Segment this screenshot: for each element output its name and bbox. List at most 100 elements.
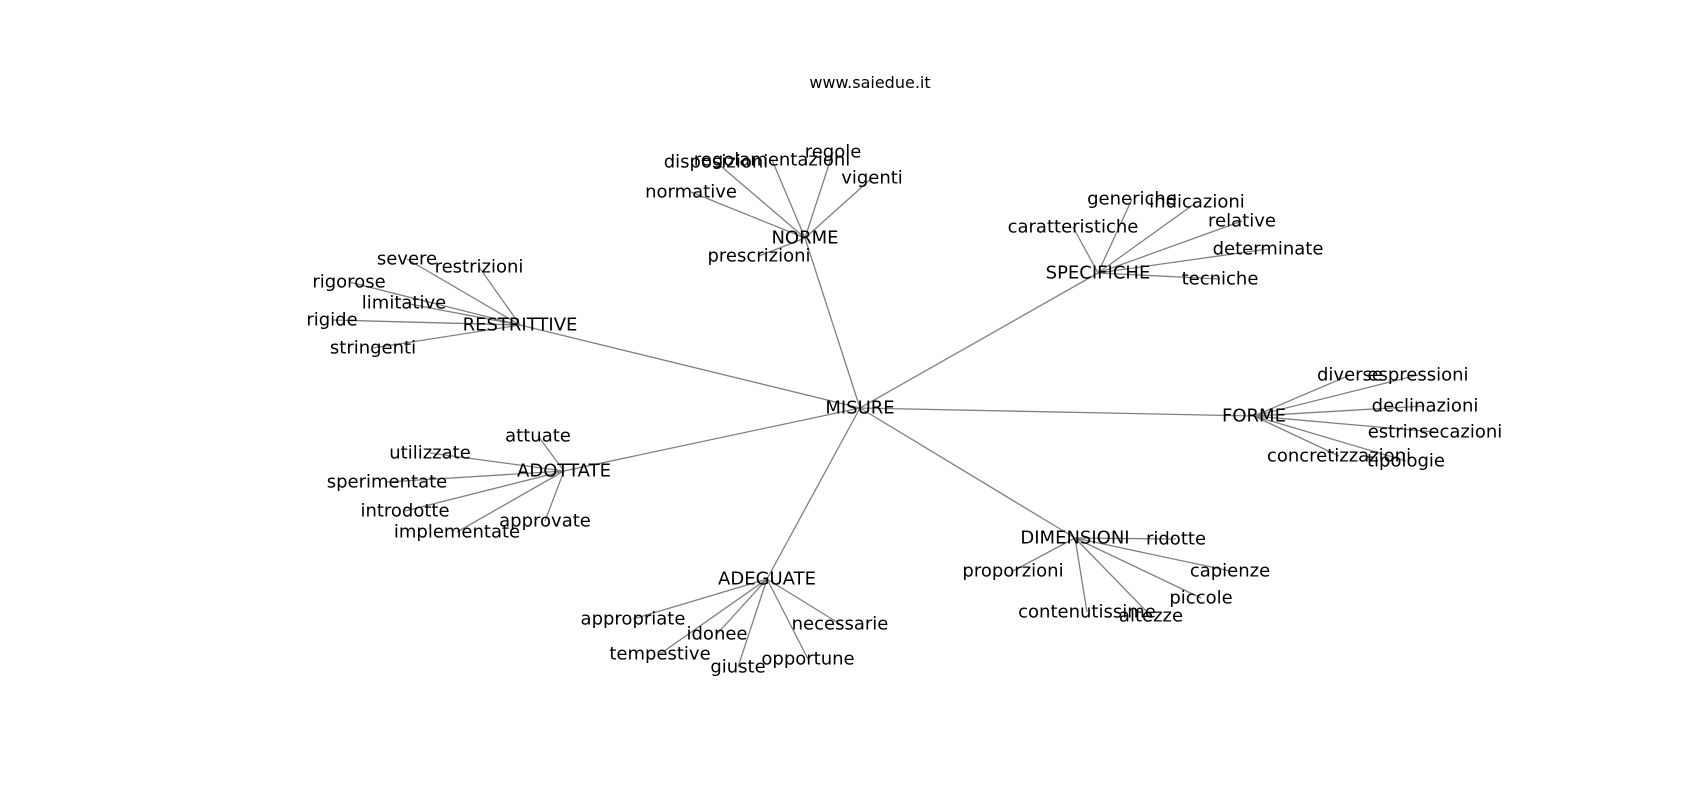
- edge-dimensioni-ridotte: [1074, 537, 1177, 540]
- node-leaf-necessarie: necessarie: [792, 614, 889, 635]
- edge-restrittive-rigorose: [348, 281, 521, 326]
- node-leaf-approvate: approvate: [499, 511, 591, 532]
- node-leaf-opportune: opportune: [761, 649, 854, 670]
- edge-adottate-sperimentate: [386, 470, 565, 483]
- node-leaf-proporzioni: proporzioni: [962, 561, 1063, 582]
- edge-adottate-approvate: [544, 470, 565, 522]
- edge-restrittive-limitative: [403, 302, 521, 326]
- node-leaf-indicazioni: indicazioni: [1149, 192, 1245, 213]
- node-leaf-generiche: generiche: [1087, 189, 1177, 210]
- edge-adeguate-appropriate: [632, 578, 768, 620]
- node-hub-dimensioni: DIMENSIONI: [1020, 528, 1129, 549]
- edge-root-forme: [859, 407, 1255, 417]
- edge-norme-regolamentazioni: [771, 159, 806, 239]
- node-leaf-restrizioni: restrizioni: [435, 257, 524, 278]
- edge-adeguate-necessarie: [766, 578, 841, 625]
- edge-specifiche-indicazioni: [1097, 201, 1198, 274]
- edge-adeguate-giuste: [737, 578, 768, 668]
- edge-restrittive-severe: [406, 258, 521, 326]
- edge-forme-espressioni: [1253, 374, 1419, 417]
- edge-norme-prescrizioni: [758, 237, 806, 257]
- node-leaf-implementate: implementate: [394, 522, 520, 543]
- node-leaf-appropriate: appropriate: [581, 609, 686, 630]
- edge-norme-vigenti: [804, 177, 873, 239]
- node-leaf-tempestive: tempestive: [609, 644, 710, 665]
- edge-restrittive-rigide: [331, 319, 521, 326]
- node-leaf-tecniche: tecniche: [1182, 269, 1259, 290]
- node-leaf-vigenti: vigenti: [841, 168, 903, 189]
- edge-adottate-attuate: [537, 435, 565, 472]
- edge-forme-tipologie: [1253, 415, 1407, 462]
- edge-adeguate-opportune: [766, 578, 809, 660]
- edge-adottate-implementate: [456, 470, 565, 533]
- node-leaf-utilizzate: utilizzate: [389, 443, 471, 464]
- node-leaf-rigorose: rigorose: [312, 272, 385, 293]
- node-leaf-piccole: piccole: [1169, 588, 1232, 609]
- node-leaf-introdotte: introdotte: [360, 501, 449, 522]
- node-leaf-giuste: giuste: [710, 657, 765, 678]
- edge-dimensioni-capienze: [1074, 537, 1231, 572]
- graph-edges: [331, 151, 1436, 668]
- edge-forme-diverse: [1253, 374, 1351, 417]
- node-leaf-rigide: rigide: [306, 310, 357, 331]
- node-hub-norme: NORME: [771, 228, 838, 249]
- node-hub-adottate: ADOTTATE: [517, 461, 611, 482]
- node-hub-specifiche: SPECIFICHE: [1046, 263, 1151, 284]
- edge-root-adeguate: [766, 407, 861, 580]
- edge-dimensioni-piccole: [1074, 537, 1202, 599]
- node-leaf-altezze: altezze: [1119, 606, 1183, 627]
- node-leaf-determinate: determinate: [1213, 239, 1324, 260]
- edge-adeguate-tempestive: [659, 578, 768, 655]
- edge-dimensioni-contenutissime: [1074, 537, 1088, 613]
- node-leaf-caratteristiche: caratteristiche: [1008, 217, 1139, 238]
- edge-root-specifiche: [859, 272, 1099, 409]
- edge-root-dimensioni: [859, 407, 1076, 539]
- node-leaf-stringenti: stringenti: [330, 338, 416, 359]
- edge-forme-declinazioni: [1253, 405, 1426, 417]
- node-leaf-tipologie: tipologie: [1367, 451, 1445, 472]
- edge-adeguate-idonee: [716, 578, 768, 635]
- node-leaf-attuate: attuate: [505, 426, 571, 447]
- edge-adottate-introdotte: [404, 470, 565, 512]
- node-leaf-estrinsecazioni: estrinsecazioni: [1368, 422, 1503, 443]
- edge-adottate-utilizzate: [429, 452, 565, 472]
- node-leaf-capienze: capienze: [1190, 561, 1270, 582]
- edge-norme-disposizioni: [715, 161, 806, 239]
- node-leaf-disposizioni: disposizioni: [664, 152, 769, 173]
- edge-specifiche-caratteristiche: [1072, 226, 1099, 274]
- edge-dimensioni-proporzioni: [1012, 537, 1076, 572]
- edge-forme-concretizzazioni: [1253, 415, 1340, 457]
- node-leaf-sperimentate: sperimentate: [327, 472, 448, 493]
- node-root-misure: MISURE: [825, 398, 894, 419]
- node-leaf-idonee: idonee: [687, 624, 748, 645]
- edge-specifiche-tecniche: [1097, 272, 1221, 280]
- edge-root-restrittive: [519, 324, 861, 409]
- edge-specifiche-relative: [1097, 220, 1243, 274]
- edge-restrittive-stringenti: [372, 324, 521, 349]
- node-leaf-regole: regole: [805, 142, 862, 163]
- node-hub-adeguate: ADEGUATE: [718, 569, 816, 590]
- node-leaf-relative: relative: [1208, 211, 1276, 232]
- edge-root-norme: [804, 237, 861, 409]
- edge-dimensioni-altezze: [1074, 537, 1152, 617]
- site-watermark: www.saiedue.it: [809, 73, 930, 92]
- edge-restrittive-restrizioni: [478, 266, 521, 326]
- edge-root-adottate: [563, 407, 861, 472]
- node-leaf-diverse: diverse: [1317, 365, 1383, 386]
- node-leaf-normative: normative: [645, 182, 737, 203]
- node-leaf-ridotte: ridotte: [1146, 529, 1206, 550]
- node-leaf-limitative: limitative: [362, 293, 446, 314]
- node-leaf-severe: severe: [377, 249, 437, 270]
- edge-norme-regole: [804, 151, 834, 239]
- node-leaf-espressioni: espressioni: [1367, 365, 1468, 386]
- edge-specifiche-determinate: [1097, 248, 1269, 274]
- graph-labels: MISURENORMEdisposizioniregolamentazionir…: [306, 142, 1502, 678]
- edge-forme-estrinsecazioni: [1253, 415, 1436, 433]
- node-hub-restrittive: RESTRITTIVE: [463, 315, 578, 336]
- node-leaf-concretizzazioni: concretizzazioni: [1267, 446, 1411, 467]
- edge-norme-normative: [690, 191, 806, 239]
- node-leaf-prescrizioni: prescrizioni: [707, 246, 810, 267]
- node-leaf-regolamentazioni: regolamentazioni: [694, 150, 851, 171]
- node-hub-forme: FORME: [1222, 406, 1286, 427]
